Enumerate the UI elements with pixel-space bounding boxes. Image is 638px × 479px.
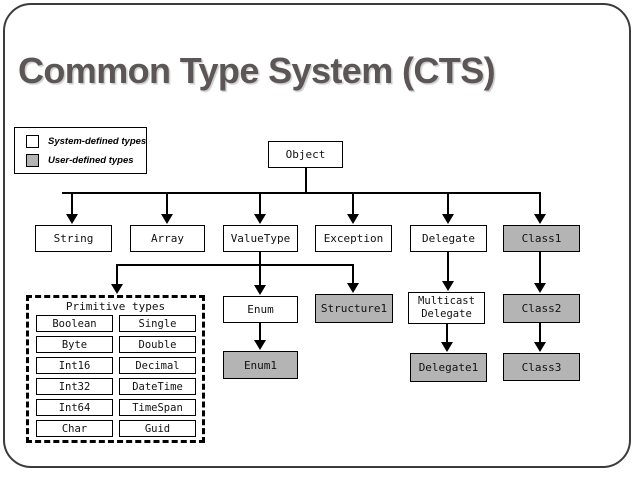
primitive-type-cell: Int16 [36, 357, 113, 374]
connector-line [62, 192, 541, 194]
arrowhead-down-icon [442, 214, 454, 224]
arrowhead-down-icon [161, 214, 173, 224]
connector-line [259, 323, 261, 342]
primitive-type-cell: Double [119, 336, 196, 353]
node-string: String [35, 225, 112, 252]
node-array: Array [130, 225, 205, 252]
connector-line [305, 168, 307, 193]
arrowhead-down-icon [534, 283, 546, 293]
connector-line [116, 264, 354, 266]
node-class3: Class3 [503, 353, 580, 381]
primitive-type-cell: Single [119, 315, 196, 332]
primitive-types-title: Primitive types [65, 300, 166, 313]
arrowhead-down-icon [442, 281, 454, 291]
system-types-swatch [26, 135, 39, 148]
connector-line [352, 264, 354, 285]
arrowhead-down-icon [534, 214, 546, 224]
arrowhead-down-icon [441, 342, 453, 352]
node-exception: Exception [315, 225, 392, 252]
primitive-type-cell: Guid [119, 420, 196, 437]
connector-line [446, 324, 448, 344]
user-types-swatch [26, 154, 39, 167]
node-valuetype: ValueType [223, 225, 298, 252]
arrowhead-down-icon [347, 214, 359, 224]
connector-line [259, 264, 261, 287]
node-multicast-delegate: Multicast Delegate [408, 292, 485, 324]
connector-line [71, 192, 73, 215]
primitive-type-cell: Byte [36, 336, 113, 353]
node-object: Object [268, 141, 343, 168]
arrowhead-down-icon [111, 284, 123, 294]
node-class1: Class1 [503, 225, 580, 252]
connector-line [447, 192, 449, 215]
slide-title: Common Type System (CTS) [18, 50, 496, 91]
primitive-type-cell: Decimal [119, 357, 196, 374]
connector-line [166, 192, 168, 215]
primitive-type-cell: TimeSpan [119, 399, 196, 416]
connector-line [259, 192, 261, 215]
primitive-type-cell: Char [36, 420, 113, 437]
node-structure1: Structure1 [315, 294, 393, 323]
primitive-type-cell: Int32 [36, 378, 113, 395]
connector-line [352, 192, 354, 215]
primitive-type-cell: DateTime [119, 378, 196, 395]
arrowhead-down-icon [254, 340, 266, 350]
primitive-type-cell: Int64 [36, 399, 113, 416]
connector-line [539, 323, 541, 344]
primitive-type-cell: Boolean [36, 315, 113, 332]
connector-line [447, 252, 449, 283]
arrowhead-down-icon [66, 214, 78, 224]
system-types-label: System-defined types [48, 136, 147, 147]
legend: System-defined types User-defined types [14, 127, 147, 174]
connector-line [539, 252, 541, 285]
arrowhead-down-icon [254, 214, 266, 224]
node-enum1: Enum1 [223, 351, 298, 379]
node-enum: Enum [223, 296, 298, 323]
arrowhead-down-icon [534, 342, 546, 352]
node-class2: Class2 [503, 294, 580, 323]
node-delegate: Delegate [410, 225, 487, 252]
user-types-label: User-defined types [48, 155, 134, 166]
connector-line [259, 252, 261, 266]
arrowhead-down-icon [254, 285, 266, 295]
slide-border [3, 3, 631, 468]
arrowhead-down-icon [347, 283, 359, 293]
connector-line [116, 264, 118, 286]
connector-line [539, 192, 541, 215]
node-delegate1: Delegate1 [410, 353, 487, 382]
